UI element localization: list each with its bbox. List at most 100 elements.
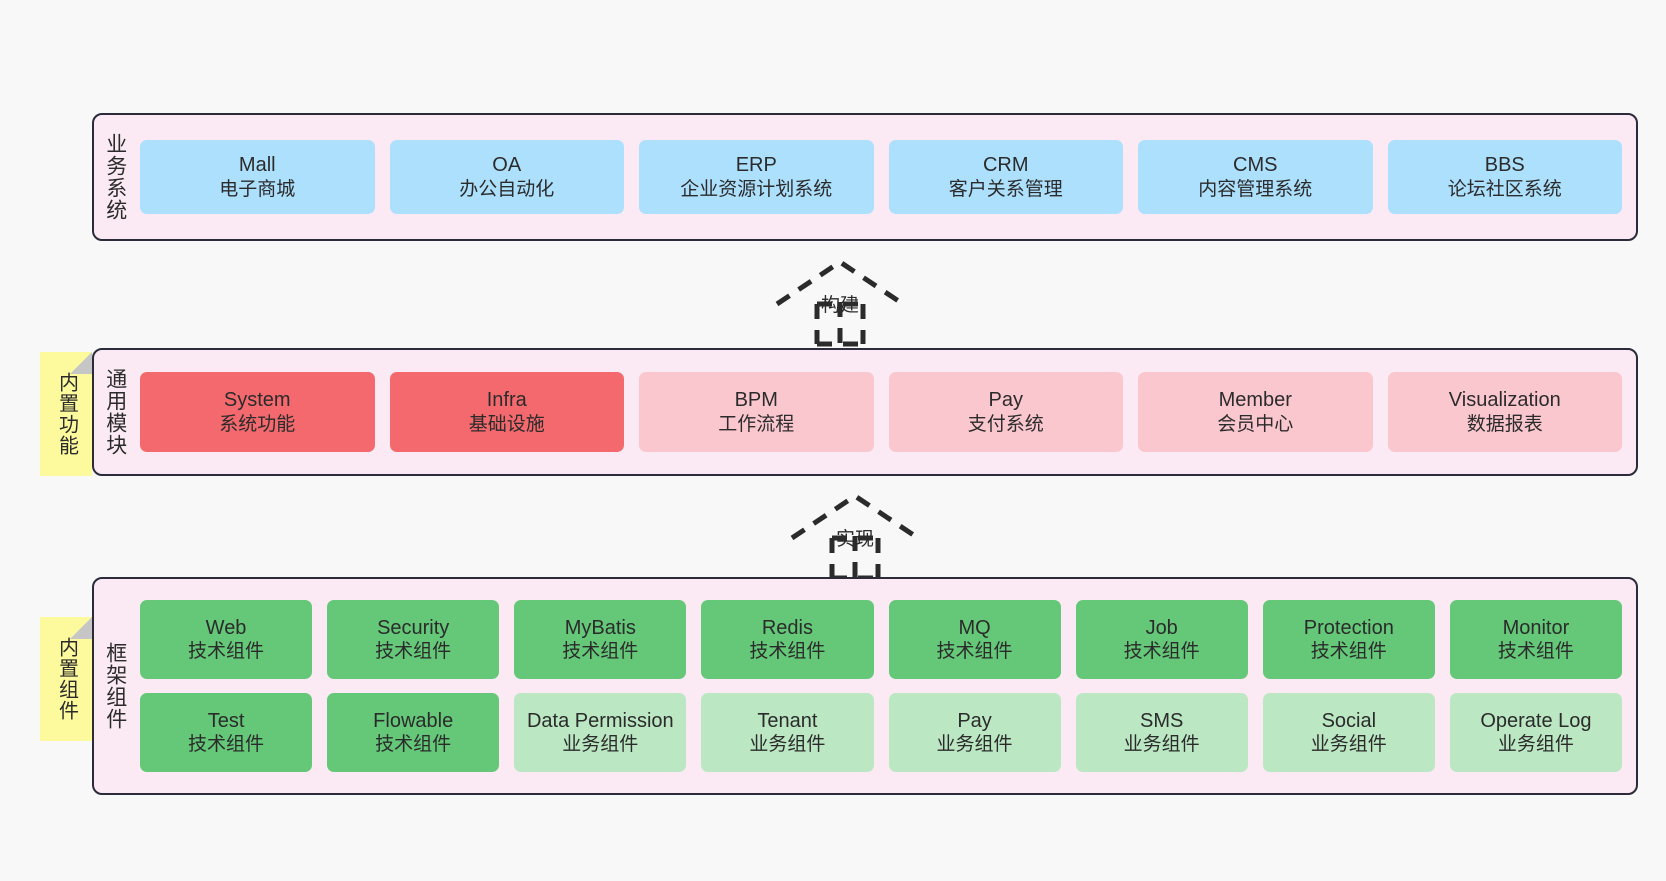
node-sms-desc: 业务组件	[1123, 734, 1200, 756]
node-sms[interactable]: SMS 业务组件	[1075, 693, 1248, 772]
node-monitor-desc: 技术组件	[1497, 641, 1574, 663]
node-tenant-desc: 业务组件	[749, 734, 826, 756]
node-bpm-desc: 工作流程	[718, 413, 795, 435]
node-oa-name: OA	[492, 154, 522, 177]
node-mall-desc: 电子商城	[219, 178, 296, 200]
framework-row-1: Web 技术组件 Security 技术组件 MyBatis 技术组件 Redi…	[140, 600, 1622, 679]
node-mall[interactable]: Mall 电子商城	[140, 140, 375, 214]
node-security-name: Security	[377, 616, 450, 639]
node-bbs[interactable]: BBS 论坛社区系统	[1387, 140, 1622, 214]
layer-business-system-title: 业务系统	[103, 133, 127, 221]
node-flowable[interactable]: Flowable 技术组件	[327, 693, 500, 772]
node-sms-name: SMS	[1140, 709, 1184, 732]
node-mq[interactable]: MQ 技术组件	[888, 600, 1061, 679]
node-data-permission[interactable]: Data Permission 业务组件	[514, 693, 687, 772]
connector-build-arrow-icon	[775, 258, 905, 347]
layer-framework-component: 框架组件 Web 技术组件 Security 技术组件 MyBatis 技术组件…	[92, 577, 1638, 795]
node-mq-name: MQ	[958, 616, 991, 639]
node-social-desc: 业务组件	[1310, 734, 1387, 756]
node-infra-name: Infra	[486, 389, 527, 412]
node-protection-name: Protection	[1303, 616, 1394, 639]
node-security[interactable]: Security 技术组件	[327, 600, 500, 679]
node-oa[interactable]: OA 办公自动化	[389, 140, 624, 214]
node-erp[interactable]: ERP 企业资源计划系统	[639, 140, 874, 214]
layer-common-module: 通用模块 System 系统功能 Infra 基础设施 BPM 工作流程 Pay…	[92, 348, 1638, 476]
node-infra[interactable]: Infra 基础设施	[389, 372, 624, 452]
node-mybatis-name: MyBatis	[564, 616, 636, 639]
node-flowable-desc: 技术组件	[375, 734, 452, 756]
node-flowable-name: Flowable	[373, 709, 454, 732]
connector-build-label: 构建	[820, 295, 860, 316]
node-infra-desc: 基础设施	[468, 413, 545, 435]
node-test-name: Test	[207, 709, 245, 732]
node-web[interactable]: Web 技术组件	[140, 600, 313, 679]
node-visualization[interactable]: Visualization 数据报表	[1387, 372, 1622, 452]
node-visualization-desc: 数据报表	[1466, 413, 1543, 435]
node-operate-log-desc: 业务组件	[1497, 734, 1574, 756]
node-redis-desc: 技术组件	[749, 641, 826, 663]
node-erp-desc: 企业资源计划系统	[680, 178, 833, 200]
node-operate-log-name: Operate Log	[1480, 709, 1592, 732]
node-system-desc: 系统功能	[219, 413, 296, 435]
node-mybatis[interactable]: MyBatis 技术组件	[514, 600, 687, 679]
node-pay-component-desc: 业务组件	[936, 734, 1013, 756]
node-visualization-name: Visualization	[1448, 389, 1561, 412]
node-redis[interactable]: Redis 技术组件	[701, 600, 874, 679]
node-member-name: Member	[1218, 389, 1292, 412]
node-bpm[interactable]: BPM 工作流程	[639, 372, 874, 452]
node-operate-log[interactable]: Operate Log 业务组件	[1449, 693, 1622, 772]
node-web-desc: 技术组件	[188, 641, 265, 663]
node-test[interactable]: Test 技术组件	[140, 693, 313, 772]
node-pay-component-name: Pay	[957, 709, 992, 732]
node-job[interactable]: Job 技术组件	[1075, 600, 1248, 679]
node-mq-desc: 技术组件	[936, 641, 1013, 663]
node-protection[interactable]: Protection 技术组件	[1262, 600, 1435, 679]
node-job-name: Job	[1145, 616, 1178, 639]
node-system-name: System	[223, 389, 291, 412]
layer-framework-component-title: 框架组件	[103, 642, 127, 730]
node-bpm-name: BPM	[734, 389, 778, 412]
node-monitor[interactable]: Monitor 技术组件	[1449, 600, 1622, 679]
node-erp-name: ERP	[735, 154, 777, 177]
node-mybatis-desc: 技术组件	[562, 641, 639, 663]
note-builtin-function: 内置功能	[40, 352, 92, 476]
node-crm[interactable]: CRM 客户关系管理	[888, 140, 1123, 214]
node-bbs-name: BBS	[1484, 154, 1525, 177]
node-pay-module-name: Pay	[988, 389, 1023, 412]
node-pay-component[interactable]: Pay 业务组件	[888, 693, 1061, 772]
connector-build: 构建	[765, 258, 915, 347]
node-pay-module-desc: 支付系统	[967, 413, 1044, 435]
node-pay-module[interactable]: Pay 支付系统	[888, 372, 1123, 452]
node-oa-desc: 办公自动化	[459, 178, 555, 200]
business-row-1: Mall 电子商城 OA 办公自动化 ERP 企业资源计划系统 CRM 客户关系…	[140, 140, 1622, 214]
node-social[interactable]: Social 业务组件	[1262, 693, 1435, 772]
node-mall-name: Mall	[238, 154, 276, 177]
layer-business-system-body: Mall 电子商城 OA 办公自动化 ERP 企业资源计划系统 CRM 客户关系…	[136, 115, 1636, 239]
framework-row-2: Test 技术组件 Flowable 技术组件 Data Permission …	[140, 693, 1622, 772]
node-protection-desc: 技术组件	[1310, 641, 1387, 663]
node-redis-name: Redis	[761, 616, 813, 639]
node-bbs-desc: 论坛社区系统	[1447, 178, 1562, 200]
layer-common-module-title: 通用模块	[103, 368, 127, 456]
node-member-desc: 会员中心	[1217, 413, 1294, 435]
connector-realize: 实现	[780, 492, 930, 581]
node-test-desc: 技术组件	[188, 734, 265, 756]
node-cms-name: CMS	[1233, 154, 1278, 177]
node-system[interactable]: System 系统功能	[140, 372, 375, 452]
layer-common-module-body: System 系统功能 Infra 基础设施 BPM 工作流程 Pay 支付系统…	[136, 350, 1636, 474]
common-row-1: System 系统功能 Infra 基础设施 BPM 工作流程 Pay 支付系统…	[140, 372, 1622, 452]
node-crm-desc: 客户关系管理	[948, 178, 1063, 200]
node-web-name: Web	[205, 616, 247, 639]
node-job-desc: 技术组件	[1123, 641, 1200, 663]
connector-realize-label: 实现	[835, 529, 875, 550]
layer-business-system: 业务系统 Mall 电子商城 OA 办公自动化 ERP 企业资源计划系统 CRM…	[92, 113, 1638, 241]
node-cms-desc: 内容管理系统	[1198, 178, 1313, 200]
node-tenant[interactable]: Tenant 业务组件	[701, 693, 874, 772]
node-cms[interactable]: CMS 内容管理系统	[1138, 140, 1373, 214]
node-data-permission-desc: 业务组件	[562, 734, 639, 756]
node-security-desc: 技术组件	[375, 641, 452, 663]
node-crm-name: CRM	[982, 154, 1029, 177]
node-tenant-name: Tenant	[757, 709, 818, 732]
node-member[interactable]: Member 会员中心	[1138, 372, 1373, 452]
